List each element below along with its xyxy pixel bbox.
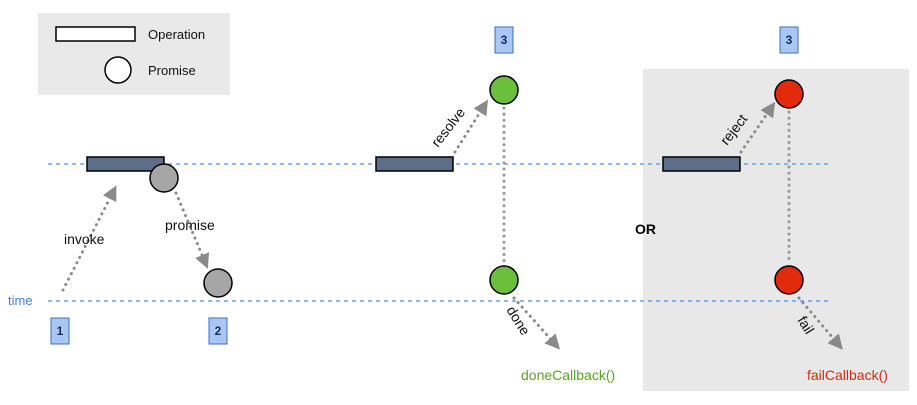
legend-box xyxy=(38,13,230,95)
promise-rejected-upper xyxy=(774,79,804,109)
step-number: 2 xyxy=(215,324,222,338)
legend-promise-label: Promise xyxy=(148,63,196,78)
step-number: 3 xyxy=(501,33,508,47)
step-badge-1: 1 xyxy=(50,317,70,345)
step-badge-2: 2 xyxy=(208,317,228,345)
step-number: 1 xyxy=(57,324,64,338)
promise-arrow xyxy=(174,191,210,269)
legend-operation-label: Operation xyxy=(148,27,205,42)
legend: Operation Promise xyxy=(38,13,230,95)
legend-promise-swatch xyxy=(104,56,132,84)
promise-resolved-upper xyxy=(489,75,519,105)
done-callback-label: doneCallback() xyxy=(521,367,615,383)
fail-callback-label: failCallback() xyxy=(807,367,888,383)
resolve-label: resolve xyxy=(428,104,469,150)
or-separator-label: OR xyxy=(635,221,656,237)
done-arrow xyxy=(512,296,560,350)
promise-resolved-lower xyxy=(489,265,519,295)
step-badge-3-resolve: 3 xyxy=(494,26,514,54)
step-badge-3-reject: 3 xyxy=(779,26,799,54)
invoke-label: invoke xyxy=(64,231,105,247)
operation-bar-reject xyxy=(662,156,741,172)
promise-pending-upper xyxy=(149,163,179,193)
operation-bar-resolve xyxy=(375,156,454,172)
done-label: done xyxy=(503,303,533,338)
time-axis-label: time xyxy=(8,293,33,308)
promise-label: promise xyxy=(165,217,215,233)
promise-pending-lower xyxy=(203,268,233,298)
invoke-arrow xyxy=(61,185,117,292)
promise-rejected-lower xyxy=(774,265,804,295)
reject-panel xyxy=(643,69,909,391)
fail-arrow xyxy=(797,296,843,350)
step-number: 3 xyxy=(786,33,793,47)
legend-operation-swatch xyxy=(55,26,136,42)
